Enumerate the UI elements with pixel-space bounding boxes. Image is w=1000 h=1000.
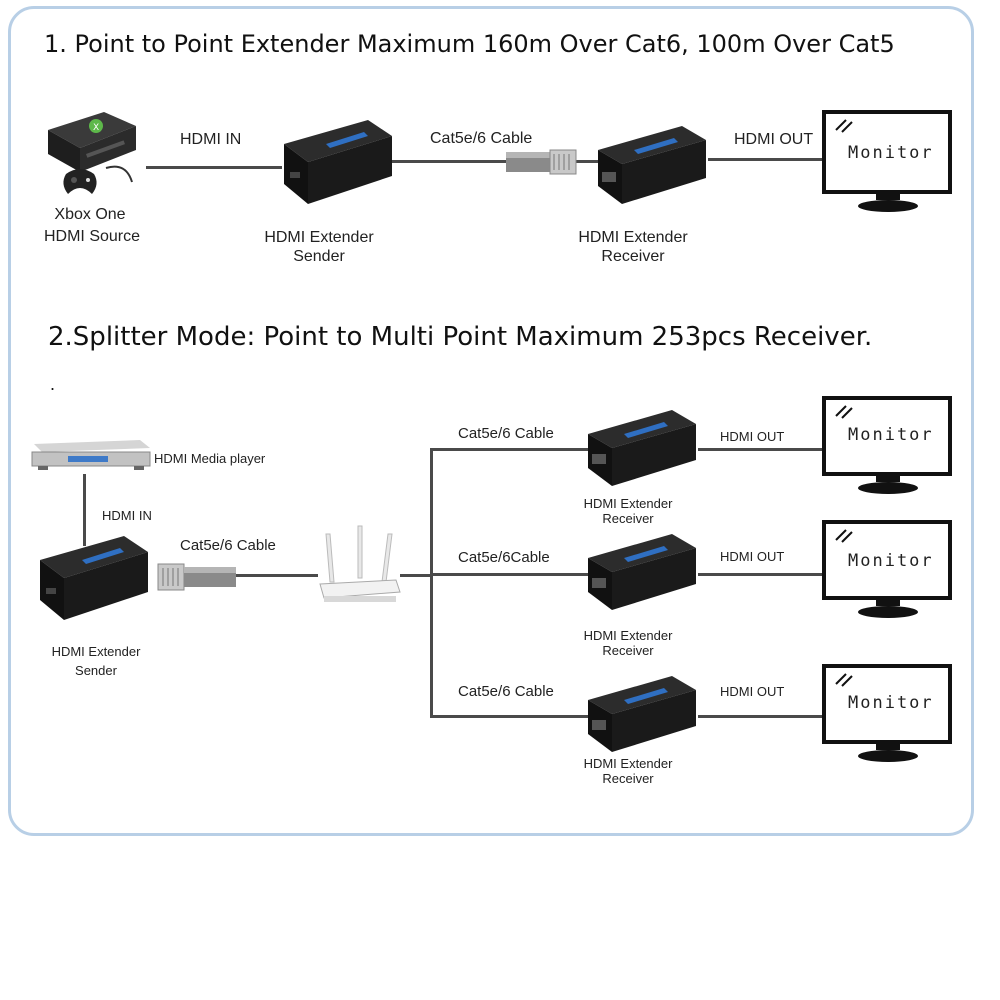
sender-cable-label: Cat5e/6 Cable [180, 537, 276, 554]
hdmi-in-label: HDMI IN [180, 131, 242, 148]
branch-2-monitor-icon: Monitor [822, 520, 952, 618]
branch-1-monitor-icon: Monitor [822, 396, 952, 494]
extender-sender-device-2 [40, 536, 148, 620]
hdmi-in-label-2: HDMI IN [102, 508, 152, 523]
cat-cable-right [576, 160, 598, 163]
branch-2-hdmi-out-cable [698, 573, 824, 576]
hdmi-out-cable [708, 158, 824, 161]
sender-label-line1: HDMI Extender [264, 229, 374, 246]
branch-3-monitor-label: Monitor [848, 693, 934, 713]
hdmi-out-label: HDMI OUT [734, 131, 814, 148]
branch-cable-2 [430, 573, 590, 576]
distribution-bus [430, 448, 433, 718]
extender-sender-device [284, 120, 392, 204]
sender-2-label-line2: Sender [75, 663, 117, 678]
stray-dot: . [50, 374, 56, 394]
sender-label-line2: Sender [293, 248, 345, 265]
sender-2-label-line1: HDMI Extender [51, 644, 141, 659]
branch-3-cable-label: Cat5e/6 Cable [458, 683, 554, 700]
xbox-label-line1: Xbox One [54, 206, 126, 223]
rj45-connector-icon-2 [157, 563, 236, 591]
branch-1-cable-label: Cat5e/6 Cable [458, 425, 554, 442]
branch-2-receiver-line2: Receiver [602, 643, 654, 658]
branch-1-hdmi-out-cable [698, 448, 824, 451]
monitor-label: Monitor [848, 143, 934, 163]
branch-2-monitor-label: Monitor [848, 551, 934, 571]
section2-title: 2.Splitter Mode: Point to Multi Point Ma… [48, 322, 873, 352]
branch-cable-3 [430, 715, 590, 718]
diagram-frame [8, 6, 974, 836]
branch-2-receiver-line1: HDMI Extender [583, 628, 673, 643]
branch-3-hdmi-out-label: HDMI OUT [720, 684, 785, 699]
section1-title: 1. Point to Point Extender Maximum 160m … [44, 30, 895, 58]
cat-cable-left [392, 160, 508, 163]
media-player-cable [83, 474, 86, 546]
branch-2-receiver-device [588, 534, 696, 610]
hdmi-in-cable [146, 166, 282, 169]
receiver-label-line1: HDMI Extender [578, 229, 688, 246]
branch-1-receiver-device [588, 410, 696, 486]
media-player-label: HDMI Media player [154, 451, 266, 466]
branch-3-receiver-line1: HDMI Extender [583, 756, 673, 771]
branch-1-hdmi-out-label: HDMI OUT [720, 429, 785, 444]
branch-3-receiver-device [588, 676, 696, 752]
branch-1-monitor-label: Monitor [848, 425, 934, 445]
branch-1-receiver-line1: HDMI Extender [583, 496, 673, 511]
cable-label: Cat5e/6 Cable [430, 130, 533, 147]
branch-2-hdmi-out-label: HDMI OUT [720, 549, 785, 564]
xbox-label-line2: HDMI Source [43, 228, 141, 245]
xbox-console-icon: X [48, 112, 136, 194]
branch-1-receiver-line2: Receiver [602, 511, 654, 526]
monitor-icon: Monitor [822, 110, 952, 212]
branch-2-cable-label: Cat5e/6Cable [458, 549, 550, 566]
branch-3-hdmi-out-cable [698, 715, 824, 718]
branch-3-receiver-line2: Receiver [602, 771, 654, 786]
branch-3-monitor-icon: Monitor [822, 664, 952, 762]
receiver-label-line2: Receiver [601, 248, 665, 265]
router-to-bus-cable [400, 574, 432, 577]
media-player-icon [31, 440, 151, 470]
sender-to-router-cable [236, 574, 318, 577]
extender-receiver-device [598, 126, 706, 204]
rj45-connector-icon [506, 149, 577, 175]
svg-text:X: X [93, 123, 99, 133]
router-icon [319, 525, 401, 602]
branch-cable-1 [430, 448, 590, 451]
